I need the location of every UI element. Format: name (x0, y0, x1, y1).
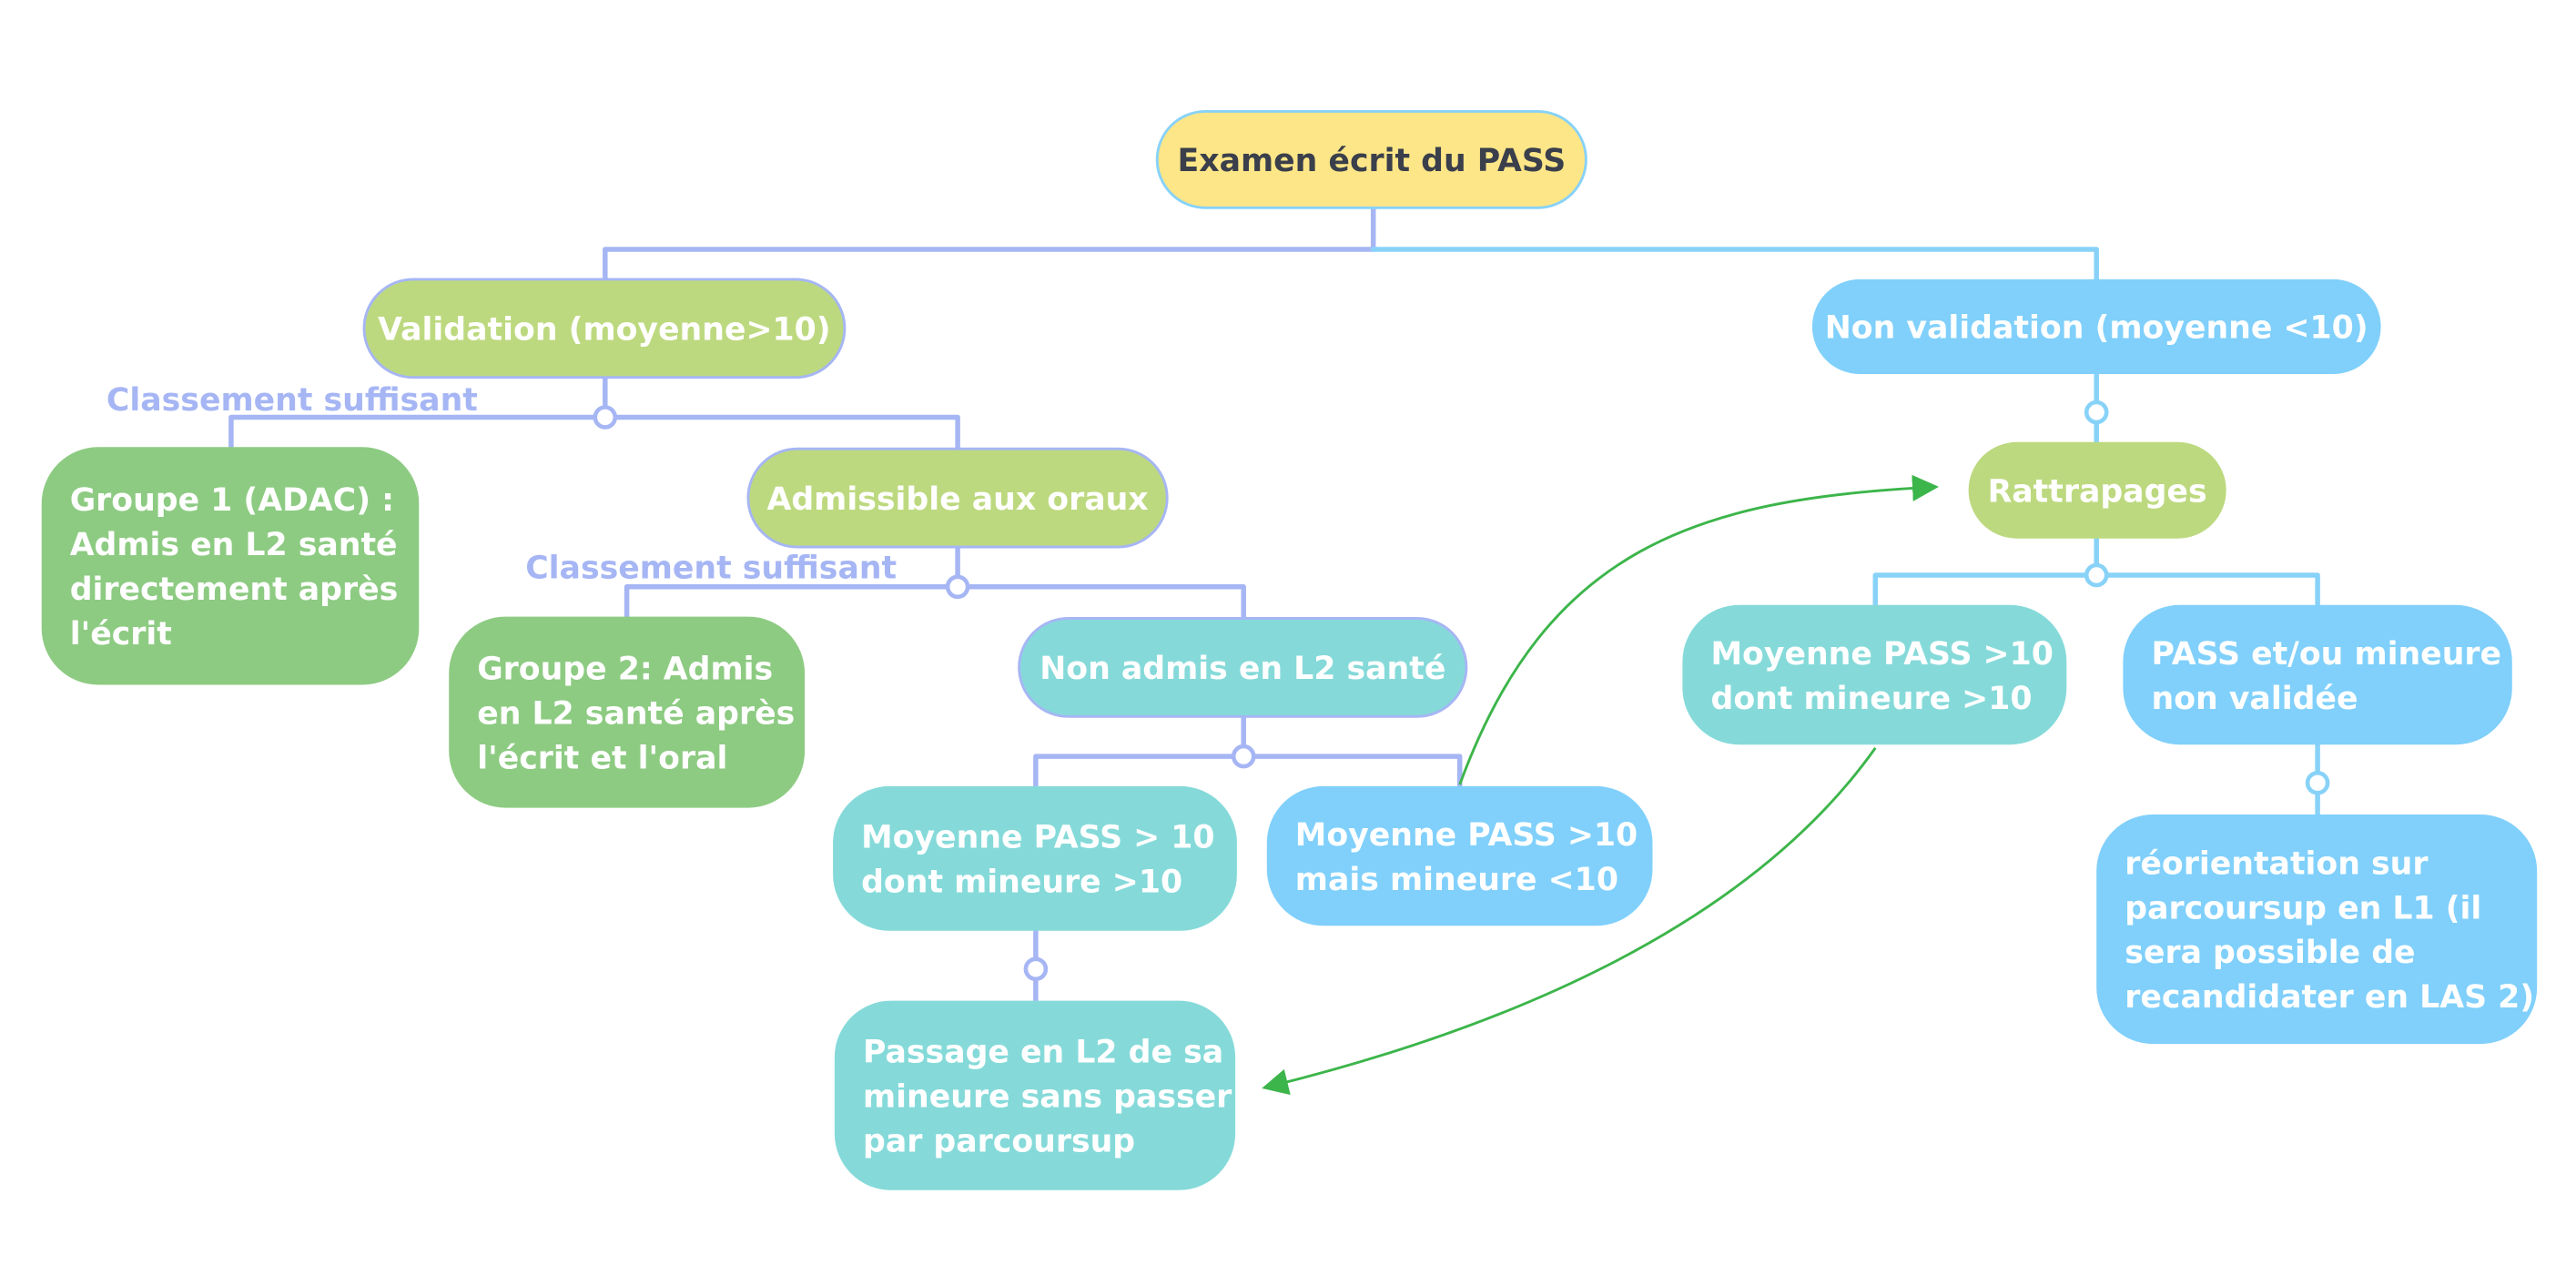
node-non-admis[interactable]: Non admis en L2 santé (1018, 617, 1468, 718)
node-box (362, 278, 847, 379)
node-text-line: directement après (70, 572, 399, 608)
node-text-line: PASS et/ou mineure (2152, 636, 2502, 673)
node-text-line: en L2 santé après (477, 695, 795, 732)
connector-admissible-branches (624, 584, 1246, 622)
node-text-line: dont mineure >10 (861, 865, 1182, 901)
node-text-line: Non admis en L2 santé (1040, 651, 1445, 687)
node-ratt-moy[interactable]: Moyenne PASS >10 dont mineure >10 (1682, 604, 2067, 745)
node-text-line: Groupe 1 (ADAC) : (70, 482, 394, 519)
topic-nodes: Examen écrit du PASS Validation (moyenne>… (41, 109, 2538, 1190)
node-text-line: Admissible aux oraux (767, 481, 1149, 518)
node-text-line: réorientation sur (2125, 845, 2428, 882)
node-moy-mineure-inf[interactable]: Moyenne PASS >10 mais mineure <10 (1266, 785, 1653, 926)
node-text-line: par parcoursup (863, 1123, 1135, 1159)
relationship-arrows (1262, 474, 1939, 1096)
connector-dot (593, 405, 618, 430)
node-text-line: l'écrit (70, 616, 172, 653)
node-box (1018, 617, 1468, 718)
node-validation[interactable]: Validation (moyenne>10) (362, 278, 847, 379)
node-text-line: sera possible de (2125, 935, 2415, 971)
node-text-line: recandidater en LAS 2) (2125, 979, 2534, 1016)
connector-dot (1023, 956, 1049, 982)
node-reorientation[interactable]: réorientation sur parcoursup en L1 (il ser… (2096, 815, 2538, 1045)
node-moy-mineure-sup[interactable]: Moyenne PASS > 10 dont mineure >10 (833, 785, 1237, 931)
node-box (833, 785, 1237, 931)
node-text-line: Groupe 2: Admis (477, 651, 773, 687)
node-rattrapages[interactable]: Rattrapages (1968, 441, 2226, 539)
connector-dots (593, 400, 2330, 982)
node-box (2123, 604, 2512, 745)
node-text-line: Moyenne PASS >10 (1295, 817, 1638, 854)
node-box (1968, 441, 2226, 539)
node-groupe2[interactable]: Groupe 2: Admis en L2 santé après l'écrit … (449, 616, 806, 808)
node-text-line: dont mineure >10 (1711, 681, 2033, 717)
node-text-line: parcoursup en L1 (il (2125, 890, 2481, 926)
node-ratt-non-valid[interactable]: PASS et/ou mineure non validée (2123, 604, 2512, 745)
node-text-line: Examen écrit du PASS (1178, 143, 1567, 179)
node-text-line: mineure sans passer (863, 1078, 1232, 1115)
connector-dot (945, 574, 970, 600)
connector-dot (2084, 400, 2109, 425)
node-groupe1[interactable]: Groupe 1 (ADAC) : Admis en L2 santé direct… (41, 447, 420, 685)
node-text-line: Moyenne PASS > 10 (861, 820, 1214, 856)
connector-dot (2084, 562, 2109, 588)
node-text-line: l'écrit et l'oral (477, 740, 727, 776)
node-text-line: Non validation (moyenne <10) (1825, 310, 2368, 347)
node-box (1266, 785, 1653, 926)
node-text-line: Validation (moyenne>10) (378, 312, 831, 349)
node-box (1155, 109, 1587, 209)
node-box (1682, 604, 2067, 745)
node-passage[interactable]: Passage en L2 de sa mineure sans passer pa… (834, 1000, 1236, 1190)
node-non-validation[interactable]: Non validation (moyenne <10) (1811, 278, 2381, 374)
node-text-line: Rattrapages (1988, 474, 2207, 511)
node-admissible[interactable]: Admissible aux oraux (746, 447, 1169, 549)
connector-dot (1231, 744, 1256, 769)
arrow-rattrapages-to-passage (1262, 747, 1877, 1096)
node-text-line: Admis en L2 santé (70, 527, 398, 563)
arrow-moyenne-to-rattrapages (1458, 474, 1939, 785)
node-box (1811, 278, 2381, 374)
node-text-line: non validée (2152, 681, 2358, 717)
classement-label-2: Classement suffisant (525, 551, 897, 587)
node-text-line: Passage en L2 de sa (863, 1034, 1223, 1070)
node-box (834, 1000, 1236, 1190)
node-box (746, 447, 1169, 549)
connector-dot (2305, 770, 2330, 795)
classement-label-1: Classement suffisant (106, 382, 478, 419)
node-box (449, 616, 806, 808)
node-box (2096, 815, 2538, 1045)
node-box (41, 447, 420, 685)
node-root[interactable]: Examen écrit du PASS (1155, 109, 1587, 209)
node-text-line: Moyenne PASS >10 (1711, 636, 2054, 673)
node-text-line: mais mineure <10 (1295, 862, 1618, 898)
connector-root-non-validation (1370, 247, 2099, 282)
connector-root-validation (603, 207, 1376, 282)
